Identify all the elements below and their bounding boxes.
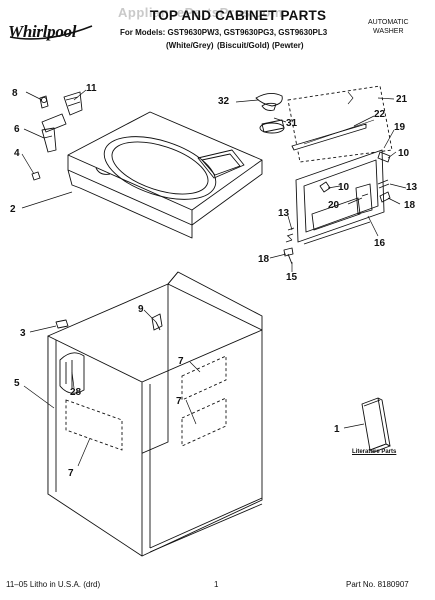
callout-16: 16 — [374, 238, 386, 249]
literature-parts-booklet — [361, 397, 391, 453]
callout-20: 20 — [328, 200, 340, 211]
callout-10: 10 — [398, 148, 410, 159]
callout-11: 11 — [86, 83, 97, 94]
model-list: For Models: GST9630PW3, GST9630PG3, GST9… — [120, 28, 328, 37]
callout-13: 13 — [278, 208, 290, 219]
callout-13: 13 — [406, 182, 418, 193]
appliance-type: AUTOMATIC WASHER — [368, 18, 409, 36]
watermark-text: AppliancePartsPros.com — [118, 5, 283, 20]
callout-18: 18 — [404, 200, 416, 211]
callout-7: 7 — [176, 396, 182, 407]
callout-28: 28 — [70, 387, 82, 398]
callout-21: 21 — [396, 94, 408, 105]
callout-9: 9 — [138, 304, 144, 315]
page-title: TOP AND CABINET PARTS — [150, 8, 327, 23]
callout-7: 7 — [178, 356, 184, 367]
washer-cabinet — [47, 271, 263, 557]
brand-name: Whirlpool — [8, 22, 77, 41]
callout-8: 8 — [12, 88, 18, 99]
callout-10: 10 — [338, 182, 350, 193]
appliance-type-line1: AUTOMATIC — [368, 19, 409, 26]
washer-top-panel — [67, 111, 263, 239]
callout-2: 2 — [10, 204, 16, 215]
callout-5: 5 — [14, 378, 20, 389]
callout-15: 15 — [286, 272, 298, 283]
callout-22: 22 — [374, 109, 386, 120]
callout-19: 19 — [394, 122, 406, 133]
brand-logo: Whirlpool — [6, 18, 110, 49]
callout-32: 32 — [218, 96, 230, 107]
callout-6: 6 — [14, 124, 20, 135]
color-pewter: (Pewter) — [272, 41, 304, 50]
lid-frame-assembly — [255, 85, 393, 265]
callout-31: 31 — [286, 118, 298, 129]
callout-numbers: 8 11 6 4 2 32 31 21 22 19 10 10 20 13 13… — [10, 83, 418, 479]
logo-swoosh-icon — [9, 25, 93, 40]
literature-parts-label: Literature Parts — [352, 449, 397, 455]
appliance-type-line2: WASHER — [373, 28, 404, 35]
callout-18: 18 — [258, 254, 270, 265]
callout-leader-lines — [21, 89, 407, 467]
footer-page-number: 1 — [214, 580, 219, 589]
callout-3: 3 — [20, 328, 26, 339]
color-biscuit-gold: (Biscuit/Gold) — [217, 41, 270, 50]
callout-4: 4 — [14, 148, 20, 159]
callout-7: 7 — [68, 468, 74, 479]
footer-part-number: Part No. 8180907 — [346, 580, 409, 589]
color-white-grey: (White/Grey) — [166, 41, 214, 50]
callout-arrow-marks — [347, 91, 354, 105]
callout-1: 1 — [334, 424, 340, 435]
footer-litho: 11–05 Litho in U.S.A. (drd) — [6, 580, 101, 589]
